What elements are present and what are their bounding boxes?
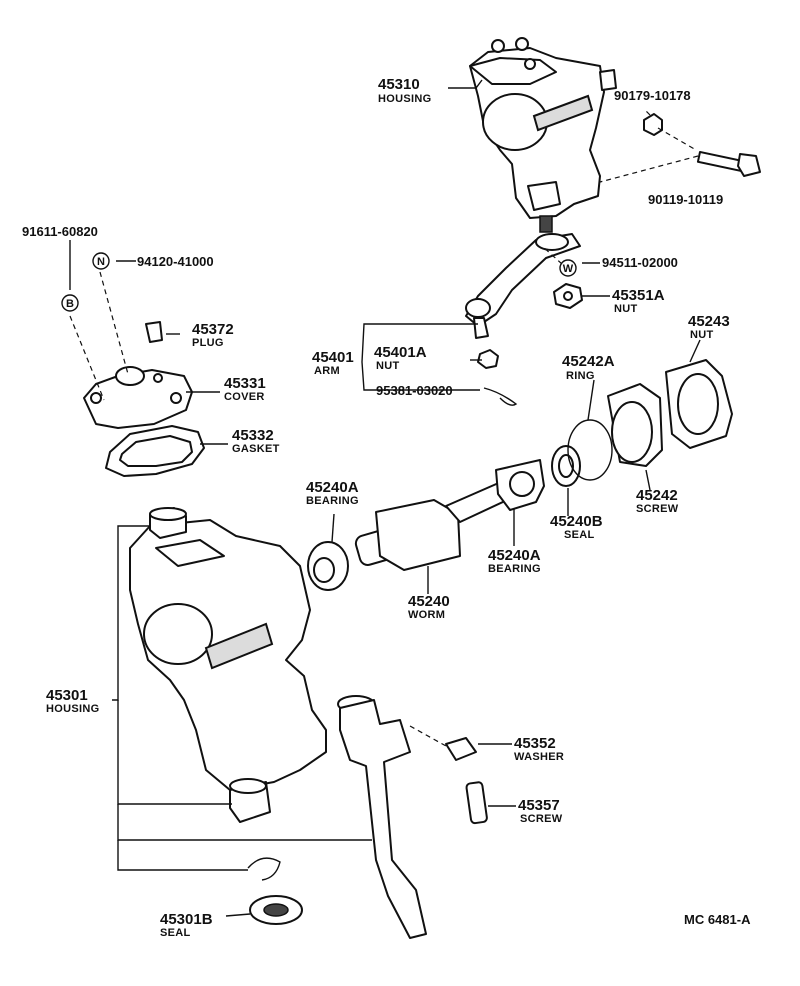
callout-95381: 95381-03020 [376, 383, 453, 398]
part-name: NUT [614, 303, 638, 315]
part-number: 94511-02000 [602, 255, 678, 270]
callout-45242: 45242 SCREW [636, 487, 679, 515]
callout-45242a: 45242A RING [562, 353, 615, 382]
part-name: SCREW [520, 813, 563, 825]
part-name: WASHER [514, 751, 564, 763]
callout-45357: 45357 SCREW [518, 797, 563, 825]
marker-b: B [61, 294, 79, 312]
callout-45310: 45310 HOUSING [378, 76, 431, 105]
callout-45301: 45301 HOUSING [46, 687, 99, 715]
callout-45351a: 45351A NUT [612, 287, 665, 315]
callout-45352: 45352 WASHER [514, 735, 564, 763]
callout-45401a: 45401A NUT [374, 344, 427, 372]
part-number: 45240A [488, 547, 541, 564]
part-name: NUT [376, 360, 400, 372]
pitman-arm-drawing [465, 233, 581, 339]
washer-nut-45351a-drawing [553, 283, 583, 309]
part-number: 45310 [378, 76, 420, 93]
b-marker-circle [61, 294, 79, 312]
part-name: PLUG [192, 337, 224, 349]
part-name: HOUSING [46, 703, 99, 715]
snap-ring-seal-drawing [247, 857, 303, 925]
part-number: 45243 [688, 313, 730, 330]
part-number: 45331 [224, 375, 266, 392]
part-name: SEAL [564, 529, 595, 541]
part-number: 90179-10178 [614, 88, 691, 103]
left-bearing-drawing [307, 541, 349, 591]
callout-45372: 45372 PLUG [192, 321, 234, 349]
n-marker-circle [92, 252, 110, 270]
part-name: SEAL [160, 927, 191, 939]
part-number: 90119-10119 [648, 192, 723, 207]
cover-plug-drawing [83, 321, 193, 429]
part-name: HOUSING [378, 93, 431, 105]
worm-shaft-drawing [354, 459, 545, 571]
part-number: 45357 [518, 797, 560, 814]
part-number: 45401A [374, 344, 427, 361]
part-name: BEARING [488, 563, 541, 575]
small-nut-bolt-drawing [643, 113, 761, 177]
callout-90119: 90119-10119 [648, 192, 723, 207]
part-number: 45301 [46, 687, 88, 704]
part-name: NUT [690, 329, 714, 341]
marker-w: W [559, 259, 577, 277]
part-number: 45301B [160, 911, 213, 928]
callout-90179: 90179-10178 [614, 88, 691, 103]
w-marker-label: W [563, 263, 574, 275]
adjuster-stack-drawing [551, 359, 733, 487]
washer-screw-drawing [445, 737, 488, 825]
callout-45240a-left: 45240A BEARING [306, 479, 359, 507]
part-number: 45240 [408, 593, 450, 610]
part-number: 45242A [562, 353, 615, 370]
callout-45401: 45401 ARM [312, 349, 354, 377]
b-marker-label: B [66, 298, 74, 310]
diagram-code: MC 6481-A [684, 912, 751, 927]
callout-91611: 91611-60820 [22, 224, 98, 239]
marker-n: N [92, 252, 110, 270]
upper-housing-drawing [469, 37, 617, 233]
main-housing-drawing [129, 507, 327, 823]
callout-45332: 45332 GASKET [232, 427, 280, 455]
arm-nut-pin-drawing [477, 349, 518, 406]
callout-45240: 45240 WORM [408, 593, 450, 621]
part-number: 45240A [306, 479, 359, 496]
part-number: 45332 [232, 427, 274, 444]
part-name: ARM [314, 365, 340, 377]
part-name: WORM [408, 609, 445, 621]
part-number: 91611-60820 [22, 224, 98, 239]
part-number: 45401 [312, 349, 354, 366]
sector-shaft-drawing [337, 695, 427, 939]
callout-45301b: 45301B SEAL [160, 911, 213, 939]
callout-45240b: 45240B SEAL [550, 513, 603, 541]
part-number: 45372 [192, 321, 234, 338]
callout-45240a-right: 45240A BEARING [488, 547, 541, 575]
part-number: 95381-03020 [376, 383, 453, 398]
part-name: RING [566, 370, 595, 382]
part-number: 45351A [612, 287, 665, 304]
part-number: 45242 [636, 487, 678, 504]
gasket-drawing [105, 425, 205, 477]
part-number: 94120-41000 [137, 254, 214, 269]
w-marker-circle [559, 259, 577, 277]
callout-45331: 45331 COVER [224, 375, 266, 403]
part-name: BEARING [306, 495, 359, 507]
callout-45243: 45243 NUT [688, 313, 730, 341]
n-marker-label: N [97, 256, 105, 268]
callout-94511: 94511-02000 [602, 255, 678, 270]
part-number: 45352 [514, 735, 556, 752]
leader-lines [69, 79, 701, 917]
part-number: 45240B [550, 513, 603, 530]
callout-94120: 94120-41000 [137, 254, 214, 269]
part-name: SCREW [636, 503, 679, 515]
part-name: COVER [224, 391, 265, 403]
part-name: GASKET [232, 443, 280, 455]
